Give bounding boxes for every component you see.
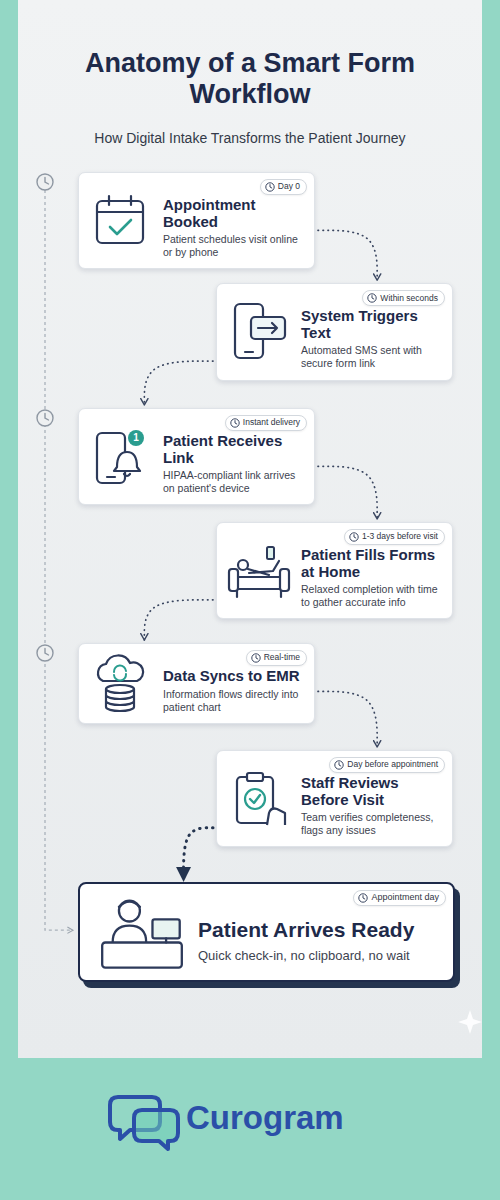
step-card: 1 Patient Receives LinkHIPAA-compliant li… (78, 408, 315, 505)
step-description: Quick check-in, no clipboard, no wait (198, 948, 441, 964)
step-description: Relaxed completion with time to gather a… (301, 583, 444, 609)
step-card: System Triggers TextAutomated SMS sent w… (216, 283, 453, 380)
step-heading: Patient Arrives Ready (198, 918, 441, 941)
clock-icon (251, 653, 261, 663)
badge-text: Real-time (264, 653, 300, 662)
notification-count: 1 (129, 431, 143, 445)
time-badge: Instant delivery (225, 415, 307, 431)
step-card: Data Syncs to EMR Information flows direc… (78, 643, 315, 724)
step-description: Team verifies completeness, flags any is… (301, 811, 444, 837)
step-heading: Data Syncs to EMR (163, 668, 306, 685)
clock-icon (334, 760, 344, 770)
badge-text: 1-3 days before visit (362, 532, 438, 541)
timeline-line (45, 190, 73, 930)
flow-arrow (184, 828, 213, 879)
step-heading: Patient Fills Forms at Home (301, 547, 444, 580)
icon-art (227, 300, 291, 364)
icon-art (98, 888, 186, 976)
step-icon (98, 888, 186, 976)
step-heading: Patient Receives Link (163, 433, 306, 466)
step-icon (89, 189, 153, 253)
title: Anatomy of a Smart Form Workflow (75, 48, 425, 110)
step-card: Appointment BookedPatient schedules visi… (78, 172, 315, 269)
icon-art (89, 651, 153, 715)
timeline-clock (37, 174, 53, 190)
sparkle (458, 1010, 482, 1034)
icon-art (227, 767, 291, 831)
icon-art (89, 189, 153, 253)
clock-icon (358, 893, 368, 903)
step-card: Patient Fills Forms at HomeRelaxed compl… (216, 522, 453, 619)
step-description: Automated SMS sent with secure form link (301, 344, 444, 370)
flow-arrow (144, 361, 213, 405)
flow-arrow (318, 691, 377, 747)
step-description: Information flows directly into patient … (163, 688, 306, 714)
icon-art (89, 425, 153, 489)
badge-text: Appointment day (371, 893, 439, 903)
step-icon: 1 (89, 425, 153, 489)
time-badge: Day before appointment (329, 757, 445, 773)
badge-text: Day 0 (278, 182, 300, 191)
timeline-clock (37, 410, 53, 426)
icon-art (227, 539, 291, 603)
time-badge: 1-3 days before visit (344, 529, 445, 545)
step-heading: System Triggers Text (301, 308, 444, 341)
timeline-clock (37, 645, 53, 661)
panel (18, 0, 482, 1058)
step-icon (227, 300, 291, 364)
subtitle: How Digital Intake Transforms the Patien… (25, 130, 475, 146)
clock-icon (265, 182, 275, 192)
clock-icon (230, 418, 240, 428)
step-heading: Appointment Booked (163, 197, 306, 230)
step-card: Patient Arrives ReadyQuick check-in, no … (78, 882, 455, 982)
clock-icon (367, 293, 377, 303)
flow-arrow (144, 600, 213, 640)
step-icon (89, 651, 153, 715)
flow-arrow (318, 466, 377, 519)
badge-text: Within seconds (380, 294, 438, 303)
timeline (37, 174, 73, 930)
step-description: Patient schedules visit online or by pho… (163, 233, 306, 259)
time-badge: Real-time (246, 650, 307, 666)
flow-arrow (318, 230, 377, 280)
brand-name: Curogram (186, 1099, 344, 1137)
logo-icon (110, 1097, 178, 1149)
step-card: Staff Reviews Before VisitTeam verifies … (216, 750, 453, 847)
time-badge: Day 0 (260, 179, 307, 195)
time-badge: Appointment day (353, 890, 446, 906)
badge-text: Instant delivery (243, 418, 300, 427)
time-badge: Within seconds (362, 290, 445, 306)
step-icon (227, 767, 291, 831)
step-description: HIPAA-compliant link arrives on patient'… (163, 469, 306, 495)
clock-icon (349, 532, 359, 542)
step-icon (227, 539, 291, 603)
step-heading: Staff Reviews Before Visit (301, 775, 444, 808)
badge-text: Day before appointment (347, 760, 438, 769)
